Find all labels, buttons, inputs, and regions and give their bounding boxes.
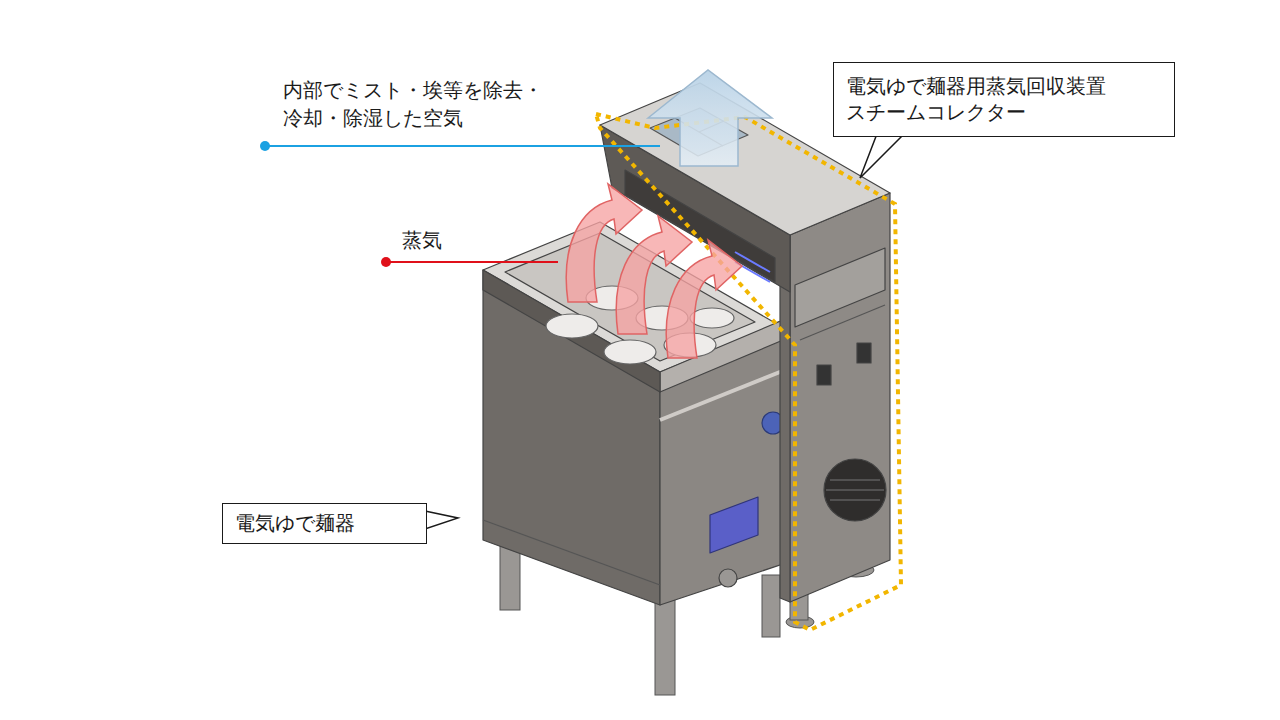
callout-pointers [425,126,912,529]
callout-box: 電気ゆで麺器 [222,503,427,544]
annotation-label: 内部でミスト・埃等を除去・ 冷却・除湿した空気 [283,76,558,132]
annotation-text: 蒸気 [402,226,677,254]
steam-collector [600,83,890,602]
annotation-text: 内部でミスト・埃等を除去・ 冷却・除湿した空気 [283,76,558,132]
callout-text: 電気ゆで麺器 [235,510,510,536]
annotation-label: 蒸気 [402,226,677,254]
callout-box: 電気ゆで麺器用蒸気回収装置 スチームコレクター [833,62,1175,137]
leader-lines [260,141,660,267]
callout-text: 電気ゆで麺器用蒸気回収装置 スチームコレクター [846,73,1121,125]
air-arrow [648,70,772,166]
collector-outline [596,114,901,630]
steam-arrows [566,184,742,358]
